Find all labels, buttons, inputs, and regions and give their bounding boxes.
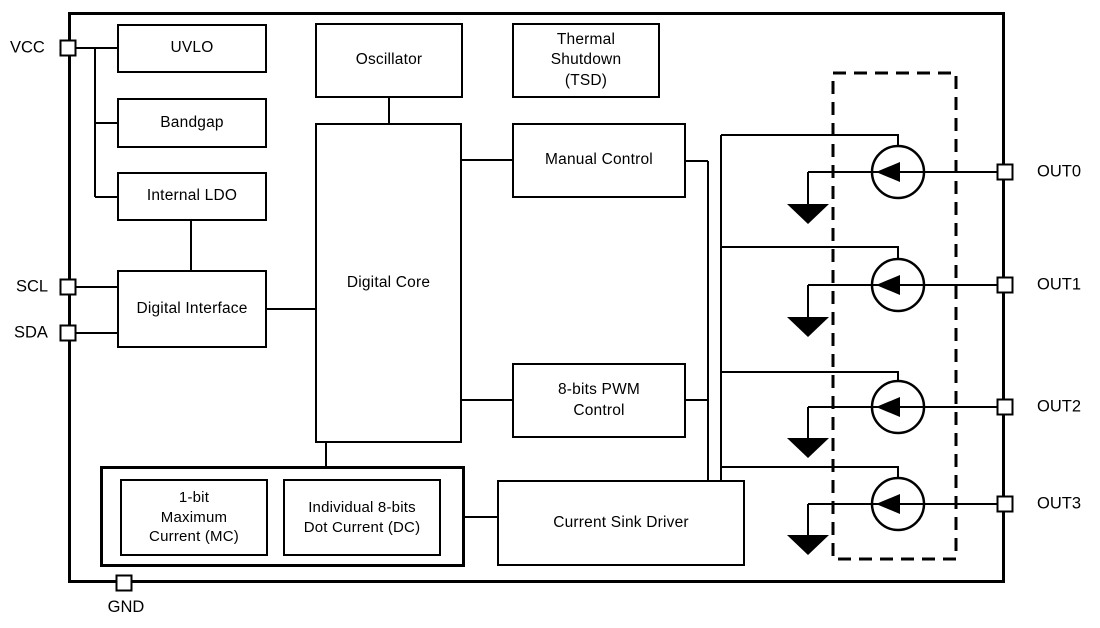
ground-arrow-icon (787, 317, 829, 337)
ground-arrow-icon (787, 438, 829, 458)
block-max-current-label: 1-bit Maximum Current (MC) (149, 489, 239, 546)
output-stage-dashed-box (831, 71, 958, 561)
pin-out3-label: OUT3 (1037, 494, 1082, 513)
block-digital-core-label: Digital Core (346, 273, 431, 291)
block-oscillator-label: Oscillator (355, 51, 423, 69)
block-current-sink-driver: Current Sink Driver (497, 480, 745, 566)
current-source-icon (870, 257, 926, 313)
wire-feed-ch1 (721, 246, 899, 259)
pin-out2 (996, 398, 1014, 416)
block-thermal-shutdown: Thermal Shutdown (TSD) (512, 23, 660, 98)
block-manual-control-label: Manual Control (545, 151, 653, 169)
block-digital-interface-label: Digital Interface (136, 299, 248, 317)
current-source-icon (870, 476, 926, 532)
block-current-sink-driver-label: Current Sink Driver (553, 513, 689, 531)
current-sources (870, 144, 926, 532)
pin-sda-label: SDA (14, 323, 48, 342)
arrow-left-icon (876, 162, 900, 182)
block-max-current: 1-bit Maximum Current (MC) (120, 479, 268, 556)
pin-sda (59, 324, 77, 342)
wire-feed-ch0 (721, 134, 899, 146)
block-pwm-control: 8-bits PWM Control (512, 363, 686, 438)
block-dot-current: Individual 8-bits Dot Current (DC) (283, 479, 441, 556)
pin-out1-label: OUT1 (1037, 275, 1082, 294)
block-internal-ldo-label: Internal LDO (146, 187, 238, 205)
block-internal-ldo: Internal LDO (117, 172, 267, 221)
pin-out3 (996, 495, 1014, 513)
current-arrows (876, 162, 900, 514)
arrow-left-icon (876, 275, 900, 295)
current-source-icon (870, 379, 926, 435)
current-source-icon (870, 144, 926, 200)
pin-vcc-label: VCC (10, 38, 45, 57)
block-thermal-shutdown-label: Thermal Shutdown (TSD) (550, 31, 622, 89)
pin-out2-label: OUT2 (1037, 397, 1082, 416)
arrow-left-icon (876, 397, 900, 417)
block-pwm-control-label: 8-bits PWM Control (557, 381, 641, 419)
pin-scl (59, 278, 77, 296)
pin-out0-label: OUT0 (1037, 162, 1082, 181)
pin-vcc (59, 39, 77, 57)
block-digital-interface: Digital Interface (117, 270, 267, 348)
block-bandgap: Bandgap (117, 98, 267, 148)
ground-arrow-icon (787, 204, 829, 224)
block-oscillator: Oscillator (315, 23, 463, 98)
block-digital-core: Digital Core (315, 123, 462, 443)
block-uvlo-label: UVLO (170, 39, 214, 57)
block-bandgap-label: Bandgap (160, 113, 224, 131)
chip-outline (68, 12, 1005, 583)
block-uvlo: UVLO (117, 24, 267, 73)
wires (76, 47, 997, 535)
pin-scl-label: SCL (16, 277, 49, 296)
wire-feed-ch3 (721, 466, 899, 478)
arrow-left-icon (876, 494, 900, 514)
block-dot-current-label: Individual 8-bits Dot Current (DC) (303, 499, 421, 536)
pin-gnd (115, 574, 133, 592)
block-manual-control: Manual Control (512, 123, 686, 198)
wire-feed-ch2 (721, 371, 899, 381)
ground-arrows (787, 204, 829, 555)
pin-out1 (996, 276, 1014, 294)
pin-gnd-label: GND (107, 598, 145, 616)
ground-arrow-icon (787, 535, 829, 555)
pin-out0 (996, 163, 1014, 181)
